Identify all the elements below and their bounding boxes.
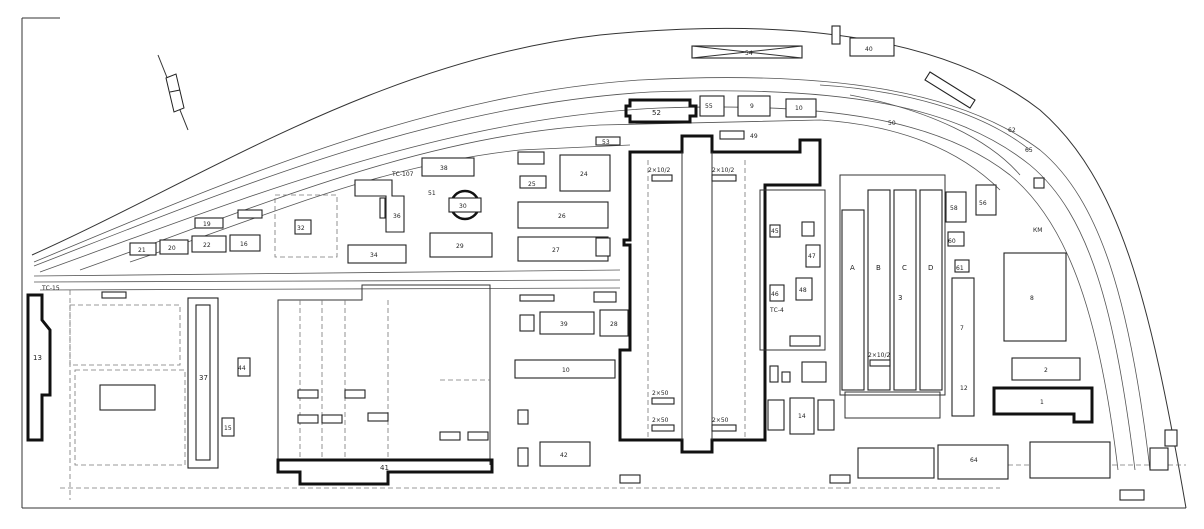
svg-text:47: 47: [808, 253, 816, 260]
svg-text:52: 52: [652, 109, 661, 117]
svg-text:8: 8: [1030, 295, 1034, 302]
svg-text:D: D: [928, 264, 933, 272]
svg-text:48: 48: [799, 287, 807, 294]
svg-text:39: 39: [560, 321, 568, 328]
svg-text:41: 41: [380, 464, 389, 472]
svg-text:2×10/2: 2×10/2: [712, 167, 735, 174]
left-area-structures: ТС-15: [41, 285, 186, 466]
svg-text:19: 19: [203, 221, 211, 228]
svg-text:12: 12: [960, 385, 968, 392]
svg-text:15: 15: [224, 425, 232, 432]
svg-text:3: 3: [898, 294, 902, 302]
svg-text:КМ: КМ: [1033, 227, 1042, 234]
svg-text:ТС-4: ТС-4: [769, 307, 784, 314]
svg-text:40: 40: [865, 46, 873, 53]
svg-text:51: 51: [428, 190, 436, 197]
top-buildings: 52 55 9 10 54 53 49: [595, 45, 817, 146]
svg-text:44: 44: [238, 365, 246, 372]
svg-text:2: 2: [1044, 367, 1048, 374]
svg-text:10: 10: [795, 105, 803, 112]
svg-text:53: 53: [602, 139, 610, 146]
building-37: 37 15 44: [187, 297, 251, 469]
svg-text:34: 34: [370, 252, 378, 259]
svg-text:21: 21: [138, 247, 146, 254]
svg-text:24: 24: [580, 171, 588, 178]
svg-text:46: 46: [771, 291, 779, 298]
svg-text:32: 32: [297, 225, 305, 232]
svg-text:10: 10: [562, 367, 570, 374]
bottom-right-buildings: 64: [619, 429, 1178, 501]
svg-text:9: 9: [750, 103, 754, 110]
building-23: 2×10/2 2×10/2 2×50 2×50 2×50: [618, 134, 822, 454]
svg-text:20: 20: [168, 245, 176, 252]
svg-text:30: 30: [459, 203, 467, 210]
svg-text:54: 54: [745, 50, 753, 57]
svg-text:25: 25: [528, 181, 536, 188]
svg-text:42: 42: [560, 452, 568, 459]
svg-text:27: 27: [552, 247, 560, 254]
building-36: 36 ТС-107: [354, 171, 414, 233]
building-13: 13: [26, 293, 52, 442]
building-8: 8: [1003, 252, 1067, 342]
north-row-buildings: 21 20 22 16 19: [129, 209, 263, 256]
svg-text:50: 50: [888, 120, 896, 127]
svg-text:28: 28: [610, 321, 618, 328]
building-45: 45 47 46 48 ТС-4: [759, 189, 826, 351]
svg-text:49: 49: [750, 133, 758, 140]
svg-text:22: 22: [203, 242, 211, 249]
svg-text:13: 13: [33, 354, 42, 362]
svg-text:14: 14: [798, 413, 806, 420]
svg-text:61: 61: [956, 265, 964, 272]
building-34: 34: [347, 244, 407, 264]
building-41: 41: [276, 284, 494, 486]
svg-text:2×10/2: 2×10/2: [648, 167, 671, 174]
svg-text:65: 65: [1025, 147, 1033, 154]
north-arrow-icon: [157, 54, 189, 131]
svg-text:37: 37: [199, 374, 208, 382]
svg-text:16: 16: [240, 241, 248, 248]
svg-text:62: 62: [1008, 127, 1016, 134]
upper-right-buildings: 40 62 65 КМ 50: [831, 25, 1045, 234]
building-29: 29: [429, 232, 493, 258]
building-30: 38 30 51: [421, 157, 482, 221]
svg-text:2×50: 2×50: [712, 417, 729, 424]
svg-text:29: 29: [456, 243, 464, 250]
building-3: A B C D 3 2×10/2 58 56 60 61: [839, 174, 997, 419]
svg-text:26: 26: [558, 213, 566, 220]
svg-text:2×50: 2×50: [652, 390, 669, 397]
svg-text:B: B: [876, 264, 881, 272]
svg-text:38: 38: [440, 165, 448, 172]
svg-text:36: 36: [393, 213, 401, 220]
building-1: 1: [992, 386, 1094, 424]
building-7: 7 12: [951, 277, 975, 417]
buildings-25-26-27: 25 24 26 27: [517, 151, 611, 262]
svg-text:55: 55: [705, 103, 713, 110]
building-32: 32: [274, 194, 338, 258]
building-2: 2: [1011, 357, 1081, 381]
svg-text:58: 58: [950, 205, 958, 212]
svg-text:56: 56: [979, 200, 987, 207]
svg-text:7: 7: [960, 325, 964, 332]
railway-tracks: [33, 77, 1151, 471]
svg-text:45: 45: [771, 228, 779, 235]
svg-text:1: 1: [1040, 399, 1044, 406]
svg-text:60: 60: [948, 238, 956, 245]
svg-text:ТС-15: ТС-15: [41, 285, 60, 292]
svg-text:ТС-107: ТС-107: [391, 171, 414, 178]
svg-text:A: A: [850, 264, 855, 272]
svg-text:2×10/2: 2×10/2: [868, 352, 891, 359]
svg-text:2×50: 2×50: [652, 417, 669, 424]
svg-text:64: 64: [970, 457, 978, 464]
svg-text:C: C: [902, 264, 907, 272]
lower-center-buildings: 39 28 10 42 14: [514, 291, 835, 467]
